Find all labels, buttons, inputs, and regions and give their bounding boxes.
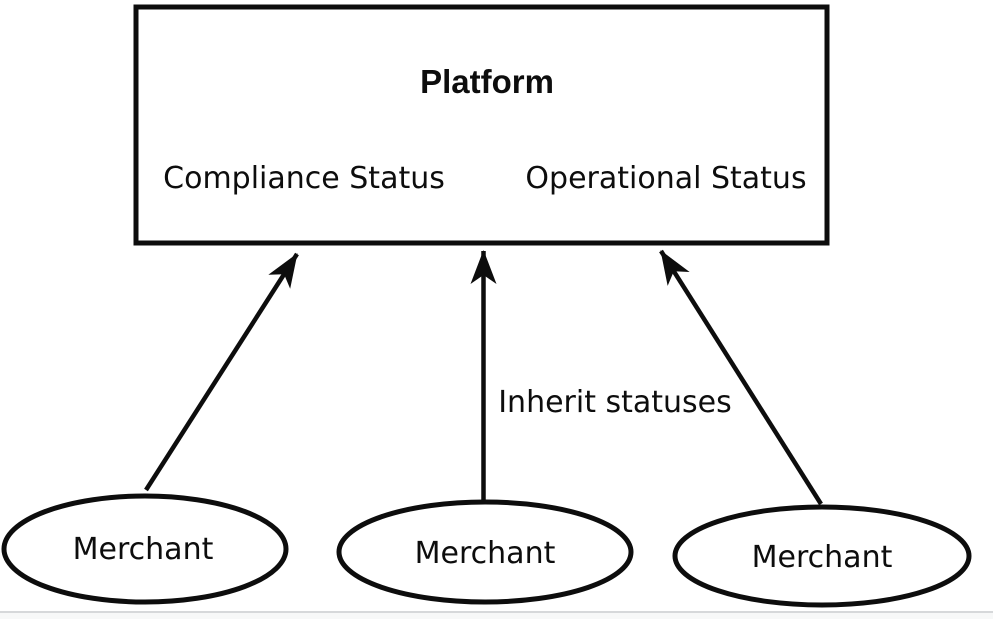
- inherit-statuses-label: Inherit statuses: [498, 385, 732, 420]
- merchant-ellipse-2: [336, 499, 634, 605]
- platform-title: Platform: [420, 63, 554, 100]
- bottom-separator-line: [0, 611, 993, 613]
- merchant-ellipse-1: [1, 493, 289, 605]
- operational-status-label: Operational Status: [525, 161, 806, 196]
- platform-box: [133, 4, 830, 246]
- merchant-label-2: Merchant: [415, 536, 556, 571]
- edge-merchant3-platform: [659, 249, 823, 506]
- merchant-label-3: Merchant: [752, 540, 893, 575]
- edge-merchant1-platform: [144, 252, 299, 492]
- merchant-label-1: Merchant: [73, 532, 214, 567]
- compliance-status-label: Compliance Status: [163, 161, 445, 196]
- bottom-background-strip: [0, 613, 993, 619]
- merchant-ellipse-3: [672, 504, 972, 608]
